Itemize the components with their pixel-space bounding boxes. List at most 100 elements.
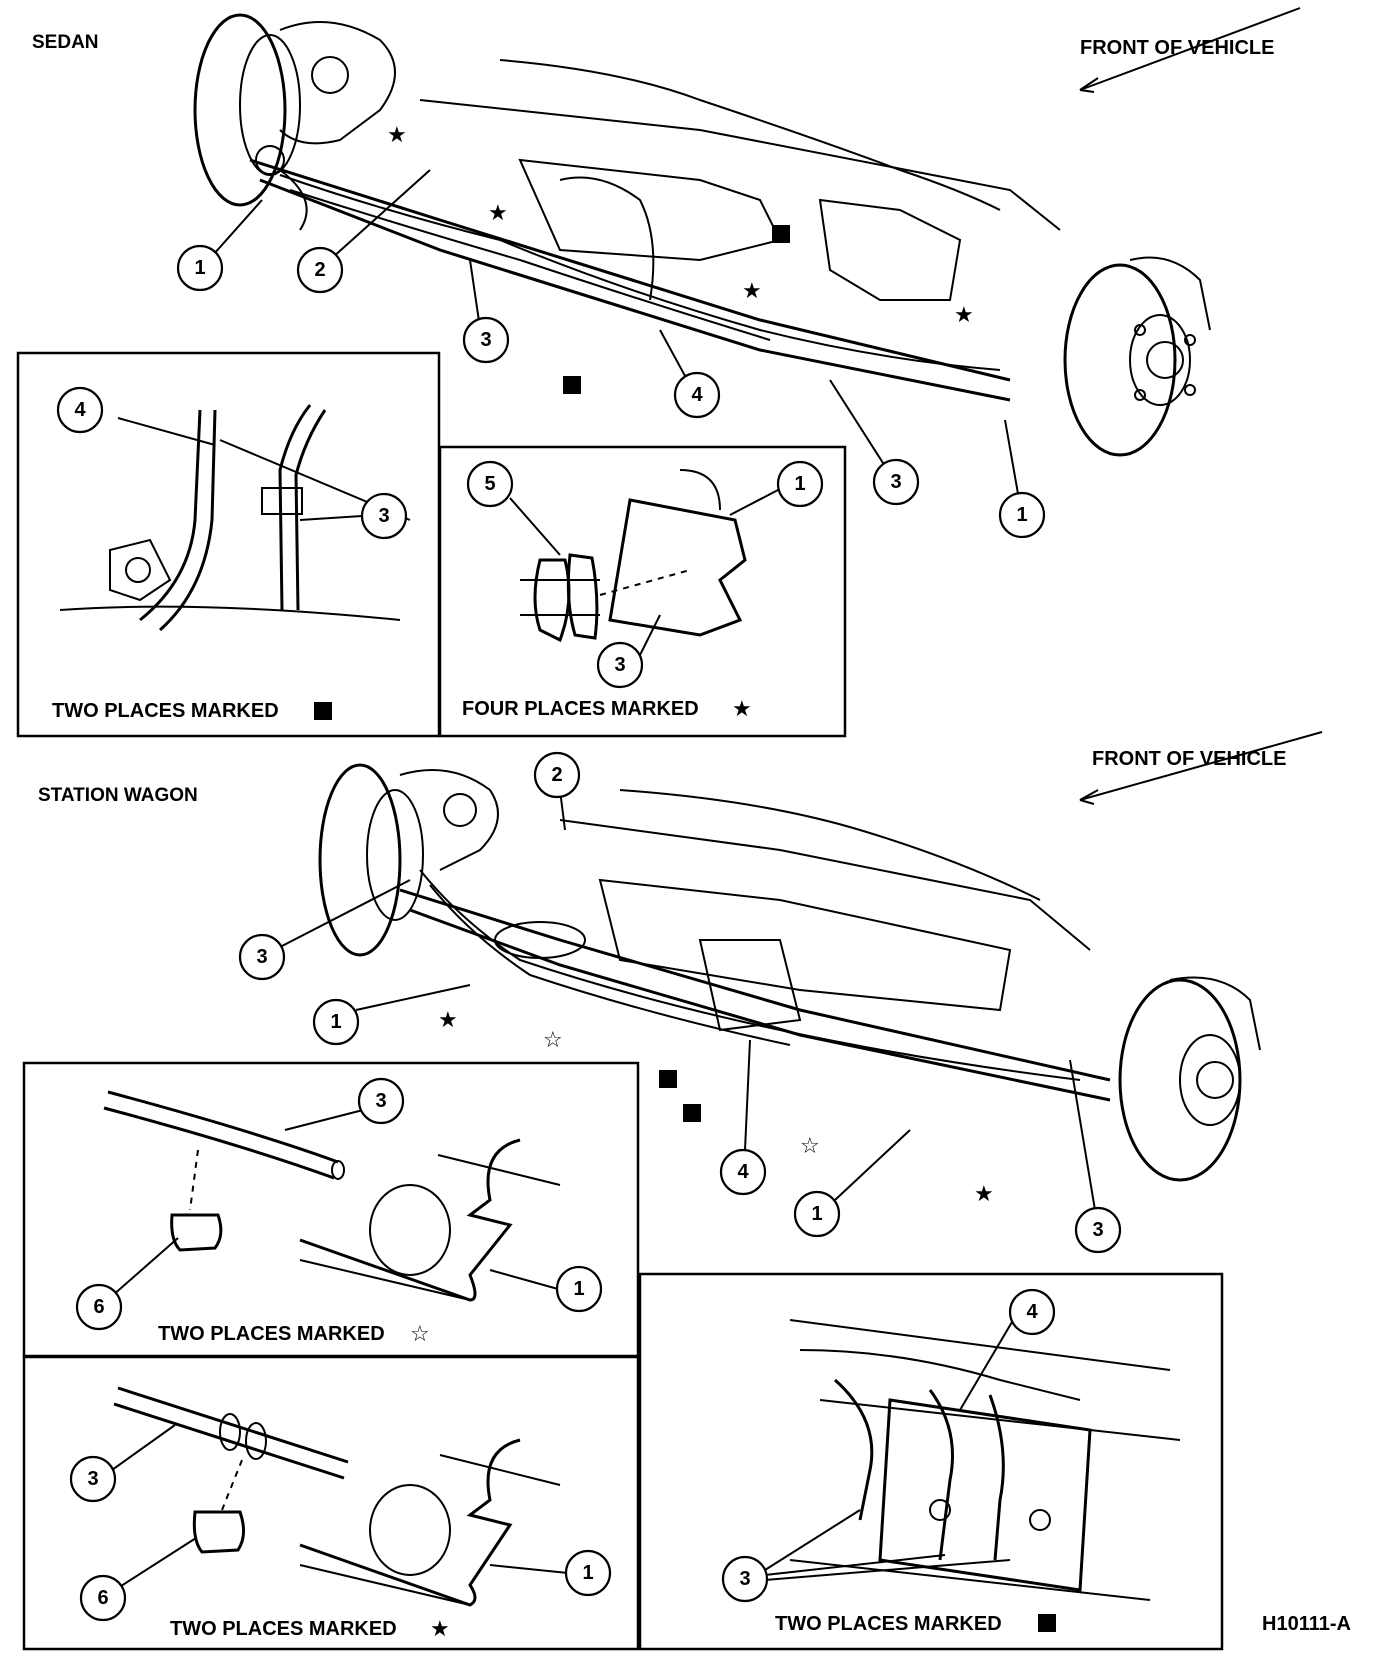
square-marker [314,702,332,720]
sedan-title: SEDAN [32,32,99,53]
sedan-callout-3b: 3 [872,458,920,506]
svg-text:3: 3 [739,1568,750,1590]
inset-star-caption: FOUR PLACES MARKED [462,698,699,720]
sedan-callout-1b: 1 [998,491,1046,539]
wagon-axle-rear [409,908,1111,1102]
bracket [139,409,202,622]
sedan-front-label: FRONT OF VEHICLE [1080,37,1274,59]
sedan-callout-2: 2 [296,246,344,294]
sedan-callout-1a: 1 [176,244,224,292]
left-caliper [399,769,499,871]
wagon-inset1-callout-3: 3 [357,1077,405,1125]
wagon-callout-3b: 3 [1074,1206,1122,1254]
star-marker: ★ [488,201,508,226]
wagon-inset1-callout-1: 1 [555,1265,603,1313]
sedan-inset-square: 4 3 TWO PLACES MARKED [16,351,441,738]
star-marker: ★ [732,697,752,722]
svg-text:4: 4 [74,399,86,421]
square-marker [1038,1614,1056,1632]
star-marker: ★ [974,1182,994,1207]
right-caliper [1169,976,1261,1051]
wagon-callout-4: 4 [719,1148,767,1196]
svg-text:1: 1 [794,473,805,495]
svg-text:3: 3 [614,654,625,676]
svg-text:1: 1 [582,1562,593,1584]
svg-text:1: 1 [811,1203,822,1225]
wagon-inset-star: 3 6 1 TWO PLACES MARKED ★ [22,1355,640,1651]
wagon-inset3-callout-4: 4 [1008,1288,1056,1336]
wagon-junction-block [698,939,802,1032]
sedan-tank [518,158,782,262]
rail [299,1138,521,1302]
inset-star-callout-1: 1 [776,460,824,508]
sedan-callout-3a: 3 [462,316,510,364]
svg-text:1: 1 [330,1011,341,1033]
inset-star-callout-5: 5 [466,460,514,508]
left-rotor [318,763,402,957]
wagon-inset2-callout-1: 1 [564,1549,612,1597]
star-marker: ★ [387,123,407,148]
svg-text:4: 4 [737,1161,749,1183]
wagon-front-label: FRONT OF VEHICLE [1092,748,1286,770]
left-caliper [279,21,396,145]
sedan-floor-pan [419,99,1061,231]
svg-text:6: 6 [93,1296,104,1318]
wagon-callout-3a: 3 [238,933,286,981]
wagon-inset-outline-star: 3 6 1 TWO PLACES MARKED ☆ [22,1061,640,1358]
wagon-inset2-callout-3: 3 [69,1455,117,1503]
inset-square-caption: TWO PLACES MARKED [52,700,279,722]
outline-star-marker: ☆ [410,1322,430,1347]
wagon-floor [598,878,1012,1012]
wagon-inset2-caption: TWO PLACES MARKED [170,1618,397,1640]
svg-text:3: 3 [378,505,389,527]
brake-tube [278,404,312,611]
square-marker [563,376,581,394]
inset-square-callout-3: 3 [360,492,408,540]
svg-text:3: 3 [480,329,491,351]
svg-text:3: 3 [256,946,267,968]
square-marker [683,1104,701,1122]
junction-bracket [878,1398,1092,1592]
wagon-inset-square: 4 3 TWO PLACES MARKED [638,1272,1224,1651]
svg-text:4: 4 [691,384,703,406]
wagon-brake-tube [419,869,1081,1081]
wagon-inset1-callout-6: 6 [75,1283,123,1331]
svg-text:2: 2 [551,764,562,786]
outline-star-marker: ☆ [543,1028,563,1053]
wagon-inset3-callout-3: 3 [721,1555,769,1603]
figure-code: H10111-A [1262,1613,1351,1635]
inset-star-callout-3: 3 [596,641,644,689]
star-marker: ★ [954,303,974,328]
star-marker: ★ [742,279,762,304]
wagon-callout-1b: 1 [793,1190,841,1238]
star-marker: ★ [430,1617,450,1642]
sedan-axle-rear [259,178,1011,402]
wagon-callout-1a: 1 [312,998,360,1046]
rail [299,1438,521,1607]
wagon-inset1-caption: TWO PLACES MARKED [158,1323,385,1345]
sedan-axle-front [249,158,1011,382]
brake-tube [117,1386,349,1464]
right-caliper [1129,256,1211,331]
svg-text:4: 4 [1026,1301,1038,1323]
square-marker [659,1070,677,1088]
svg-text:1: 1 [573,1278,584,1300]
outline-star-marker: ☆ [800,1134,820,1159]
clip [533,558,571,643]
sedan-illustration: SEDAN FRONT OF VEHICLE [32,7,1301,539]
wagon-inset2-callout-6: 6 [79,1574,127,1622]
svg-text:5: 5 [484,473,495,495]
svg-text:1: 1 [194,257,205,279]
square-marker [772,225,790,243]
wagon-floor-pan [559,819,1091,951]
svg-text:6: 6 [97,1587,108,1609]
wagon-title: STATION WAGON [38,785,198,806]
clip [261,487,303,515]
clip [170,1213,223,1252]
svg-text:2: 2 [314,259,325,281]
sedan-inset-star: 5 1 3 FOUR PLACES MARKED ★ [438,445,847,738]
wagon-illustration: STATION WAGON FRONT OF VEHICLE 2 [38,731,1323,1254]
star-marker: ★ [438,1008,458,1033]
sedan-front-arrow [1079,7,1301,91]
